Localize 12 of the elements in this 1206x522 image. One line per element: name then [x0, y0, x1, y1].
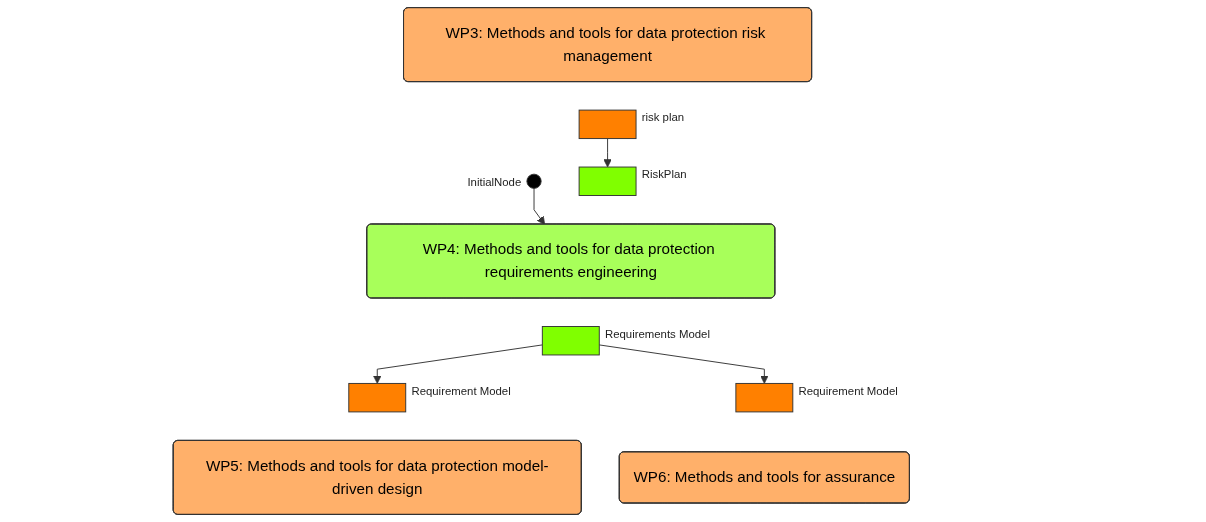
- node-box: [348, 382, 407, 413]
- node-circle: [526, 173, 542, 189]
- node-box: [541, 326, 600, 356]
- node-caption: Requirement Model: [411, 384, 511, 397]
- node-caption: risk plan: [641, 111, 685, 124]
- node-caption: Requirements Model: [604, 327, 710, 340]
- node-box: [735, 382, 794, 413]
- node-box: [578, 166, 637, 196]
- node-caption: Requirement Model: [798, 384, 898, 397]
- node-caption: RiskPlan: [641, 168, 687, 181]
- node-box: [578, 109, 637, 140]
- node-caption: InitialNode: [467, 175, 522, 188]
